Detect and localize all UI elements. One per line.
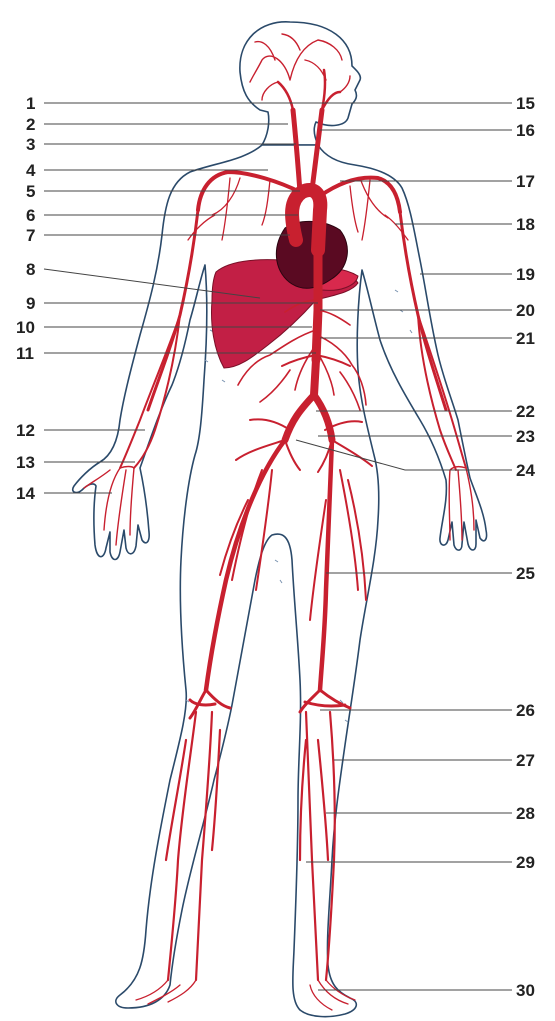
head-outline bbox=[240, 22, 361, 145]
label-8: 8 bbox=[26, 260, 35, 279]
label-5: 5 bbox=[26, 182, 35, 201]
label-10: 10 bbox=[16, 318, 35, 337]
label-30: 30 bbox=[516, 981, 535, 1000]
label-28: 28 bbox=[516, 804, 535, 823]
label-24: 24 bbox=[516, 461, 535, 480]
label-18: 18 bbox=[516, 215, 535, 234]
label-25: 25 bbox=[516, 564, 535, 583]
label-16: 16 bbox=[516, 121, 535, 140]
label-3: 3 bbox=[26, 135, 35, 154]
label-20: 20 bbox=[516, 301, 535, 320]
label-11: 11 bbox=[16, 344, 34, 363]
label-29: 29 bbox=[516, 853, 535, 872]
descending-aorta bbox=[316, 250, 318, 360]
label-21: 21 bbox=[516, 329, 535, 348]
label-6: 6 bbox=[26, 206, 35, 225]
label-13: 13 bbox=[16, 453, 35, 472]
label-2: 2 bbox=[26, 115, 35, 134]
label-26: 26 bbox=[516, 701, 535, 720]
label-15: 15 bbox=[516, 94, 535, 113]
label-17: 17 bbox=[516, 172, 535, 191]
label-9: 9 bbox=[26, 294, 35, 313]
label-19: 19 bbox=[516, 265, 535, 284]
label-23: 23 bbox=[516, 427, 535, 446]
label-22: 22 bbox=[516, 402, 535, 421]
label-7: 7 bbox=[26, 226, 35, 245]
labels-right: 15 16 17 18 19 20 21 22 23 24 25 26 27 2… bbox=[516, 94, 535, 1000]
label-12: 12 bbox=[16, 421, 35, 440]
label-4: 4 bbox=[26, 161, 36, 180]
label-14: 14 bbox=[16, 484, 35, 503]
body-silhouette bbox=[73, 22, 487, 1017]
label-1: 1 bbox=[26, 94, 35, 113]
label-27: 27 bbox=[516, 751, 535, 770]
labels-left: 1 2 3 4 5 6 7 8 9 10 11 12 13 14 bbox=[16, 94, 36, 503]
abdominal-aorta bbox=[314, 360, 316, 395]
